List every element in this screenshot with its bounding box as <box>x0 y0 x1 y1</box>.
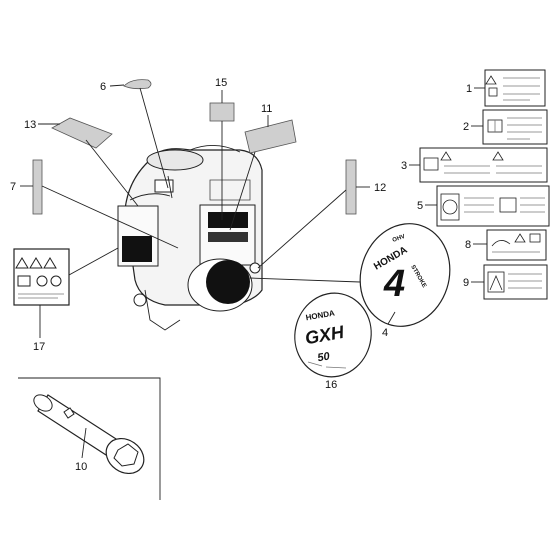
label-11: 11 <box>229 103 297 231</box>
label-2: 2 <box>463 109 548 145</box>
callout-11: 11 <box>261 103 272 115</box>
callout-12: 12 <box>374 182 386 194</box>
callout-7: 7 <box>10 181 16 193</box>
emblem-4-top: OHV <box>392 234 406 244</box>
label-6: 6 <box>100 79 169 189</box>
callout-15: 15 <box>215 77 227 89</box>
callout-17: 17 <box>33 341 45 353</box>
label-8: 8 <box>465 229 547 261</box>
label-1: 1 <box>466 69 546 107</box>
callout-3: 3 <box>401 160 407 172</box>
label-5: 5 <box>417 185 550 227</box>
engine-assembly <box>117 145 263 331</box>
callout-5: 5 <box>417 200 423 212</box>
label-15: 15 <box>209 77 235 220</box>
label-9: 9 <box>463 264 548 300</box>
callout-10: 10 <box>75 461 87 473</box>
callout-9: 9 <box>463 277 469 289</box>
label-17: 17 <box>13 247 119 353</box>
callout-4: 4 <box>382 327 388 339</box>
emblem-16-size: 50 <box>317 350 332 364</box>
callout-8: 8 <box>465 239 471 251</box>
callout-6: 6 <box>100 81 106 93</box>
label-13: 13 <box>24 117 139 207</box>
label-3: 3 <box>401 147 548 183</box>
callout-1: 1 <box>466 83 472 95</box>
callout-16: 16 <box>325 379 337 391</box>
emblem-4: HONDA 4 STROKE OHV 4 <box>249 223 451 339</box>
callout-2: 2 <box>463 121 469 133</box>
label-12: 12 <box>257 159 386 269</box>
emblem-4-mark: 4 <box>383 263 405 305</box>
label-7: 7 <box>10 159 179 249</box>
spark-plug-wrench: 10 <box>18 377 161 500</box>
callout-13: 13 <box>24 119 36 131</box>
emblem-16: HONDA GXH 50 16 <box>294 292 372 391</box>
